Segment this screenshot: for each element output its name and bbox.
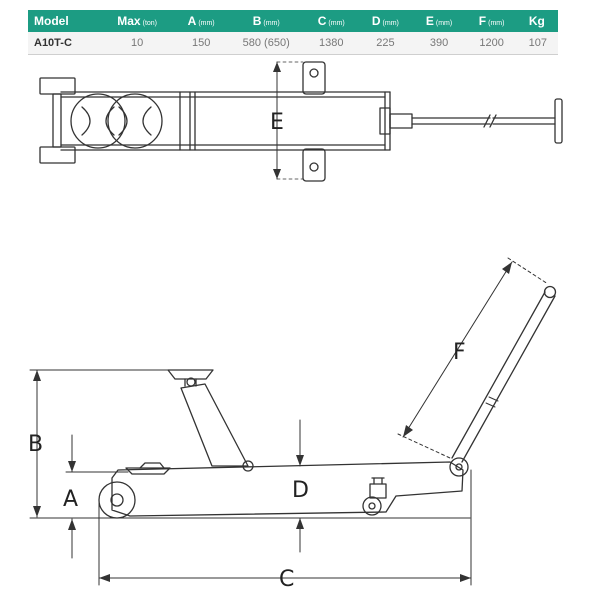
label-b: B <box>28 432 43 457</box>
header-b: B(mm) <box>228 10 305 32</box>
dimension-f <box>397 257 549 459</box>
label-a: A <box>63 487 78 512</box>
label-f: F <box>453 340 466 365</box>
cell-model: A10T-C <box>28 32 101 55</box>
dimension-a <box>65 434 129 559</box>
cell-f: 1200 <box>465 32 518 55</box>
cell-c: 1380 <box>304 32 359 55</box>
cell-e: 390 <box>412 32 466 55</box>
header-a: A(mm) <box>174 10 229 32</box>
cell-a: 150 <box>174 32 229 55</box>
label-c: C <box>279 567 294 592</box>
header-f: F(mm) <box>465 10 518 32</box>
dimension-c <box>98 469 472 586</box>
header-model: Model <box>28 10 101 32</box>
cell-kg: 107 <box>517 32 558 55</box>
spec-header-row: Model Max(ton) A(mm) B(mm) C(mm) D(mm) E… <box>28 10 558 32</box>
header-c: C(mm) <box>304 10 359 32</box>
header-d: D(mm) <box>358 10 413 32</box>
header-max: Max(ton) <box>100 10 175 32</box>
header-kg: Kg <box>517 10 558 32</box>
spec-data-row: A10T-C 10 150 580 (650) 1380 225 390 120… <box>28 32 558 55</box>
header-e: E(mm) <box>412 10 466 32</box>
jack-top-view <box>39 61 563 182</box>
cell-b: 580 (650) <box>228 32 305 55</box>
label-d: D <box>292 478 309 503</box>
dimension-b <box>29 369 171 518</box>
label-e: E <box>270 110 284 135</box>
dimension-d <box>296 419 304 553</box>
spec-table: Model Max(ton) A(mm) B(mm) C(mm) D(mm) E… <box>28 10 558 55</box>
cell-max: 10 <box>100 32 175 55</box>
jack-side-view <box>98 285 557 519</box>
cell-d: 225 <box>358 32 413 55</box>
